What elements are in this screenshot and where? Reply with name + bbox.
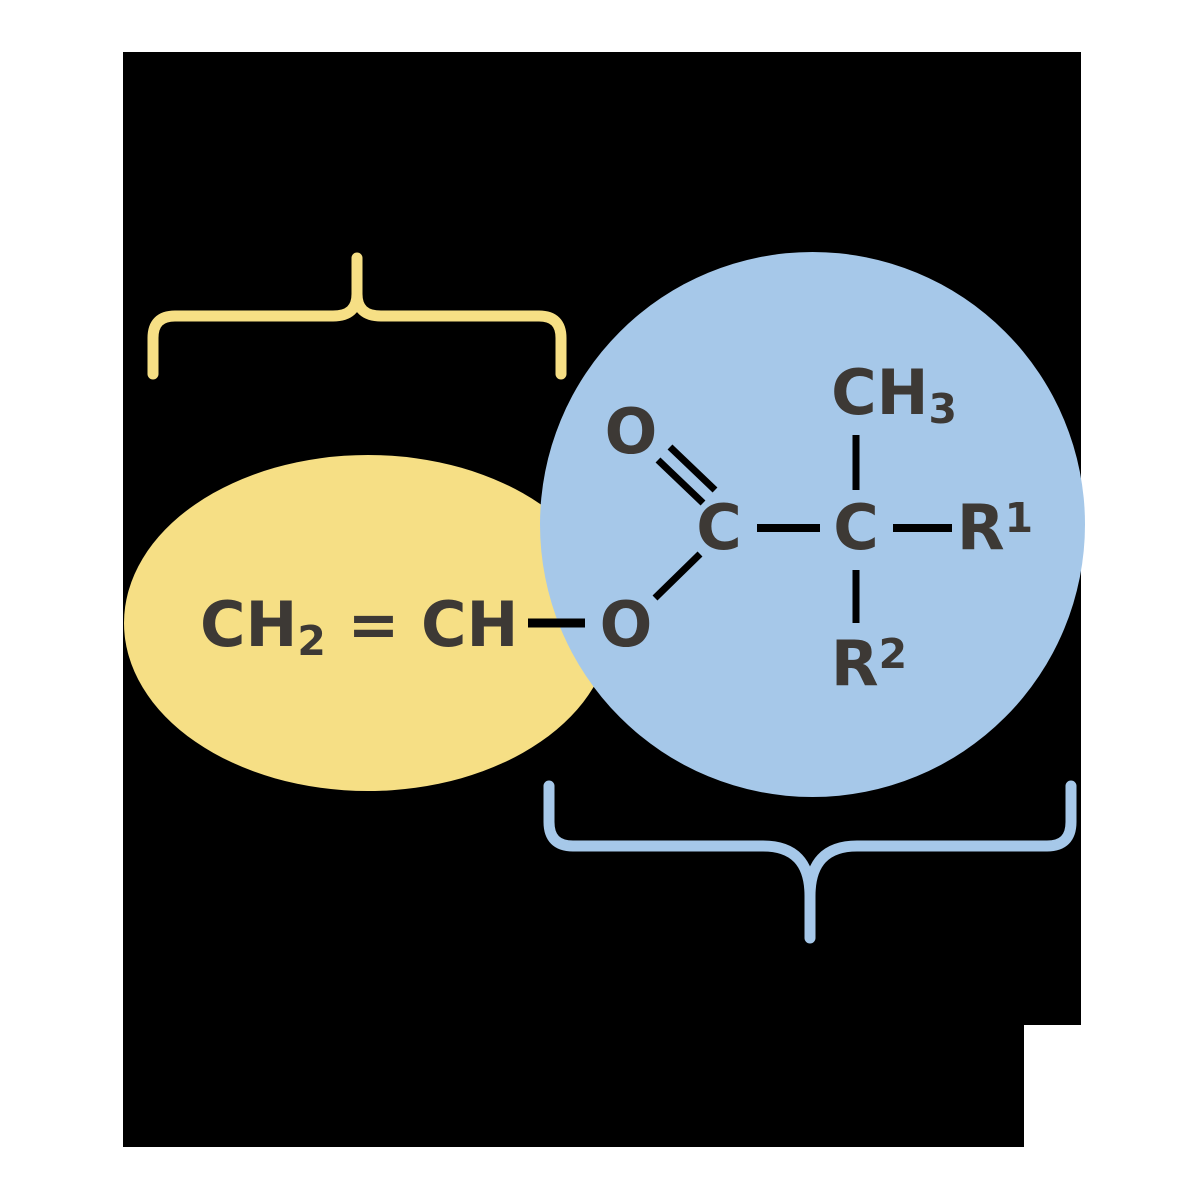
vinyl-label-text: CH	[200, 588, 298, 661]
methyl-text: CH	[831, 356, 929, 430]
r2-letter: R	[830, 627, 879, 700]
atom-ester-oxygen: O	[599, 588, 653, 661]
backdrop-panel-footer	[123, 1020, 1024, 1147]
atom-substituent-r1: R1	[957, 497, 1033, 559]
r1-letter: R	[956, 491, 1005, 564]
r2-superscript: 2	[878, 629, 908, 678]
vinyl-label-subscript: 2	[297, 617, 326, 665]
atom-carbonyl-carbon: C	[696, 491, 742, 564]
atom-substituent-r2: R2	[831, 633, 907, 695]
atom-quaternary-carbon: C	[833, 491, 879, 564]
vinyl-group-label: CH2 = CH	[200, 594, 518, 662]
methyl-subscript: 3	[928, 385, 957, 434]
vinyl-label-rest: = CH	[325, 588, 519, 661]
r1-superscript: 1	[1004, 493, 1034, 542]
atom-methyl-group: CH3	[831, 362, 957, 430]
atom-carbonyl-oxygen: O	[604, 395, 658, 468]
